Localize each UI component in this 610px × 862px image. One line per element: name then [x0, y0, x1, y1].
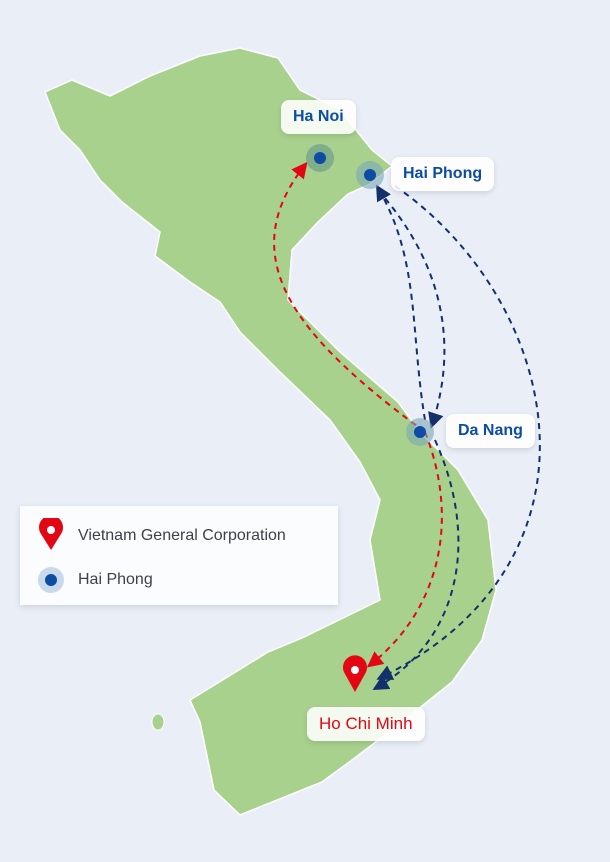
route-danang-haiphong [375, 184, 426, 421]
map-pin-icon[interactable] [343, 655, 367, 692]
city-label-da-nang: Da Nang [446, 414, 535, 448]
map-legend: Vietnam General Corporation Hai Phong [20, 506, 338, 605]
city-label-ha-noi: Ha Noi [281, 100, 356, 134]
city-dot-hai-phong[interactable] [356, 161, 384, 189]
legend-item-city: Hai Phong [38, 567, 153, 593]
map-pin-icon [39, 518, 63, 550]
city-label-ho-chi-minh: Ho Chi Minh [307, 707, 425, 741]
city-label-hai-phong: Hai Phong [391, 157, 495, 191]
route-danang-hcm [366, 431, 443, 668]
route-haiphong-danang [377, 189, 446, 429]
route-danang-hcm-branch [372, 439, 460, 690]
legend-label: Hai Phong [78, 571, 153, 588]
city-dot-icon [38, 567, 64, 593]
island [151, 713, 165, 731]
legend-label: Vietnam General Corporation [78, 527, 286, 544]
legend-item-hq: Vietnam General Corporation [38, 518, 286, 554]
city-dot-ha-noi[interactable] [306, 144, 334, 172]
route-hcm-hanoi [273, 161, 426, 433]
city-dot-da-nang[interactable] [406, 418, 434, 446]
